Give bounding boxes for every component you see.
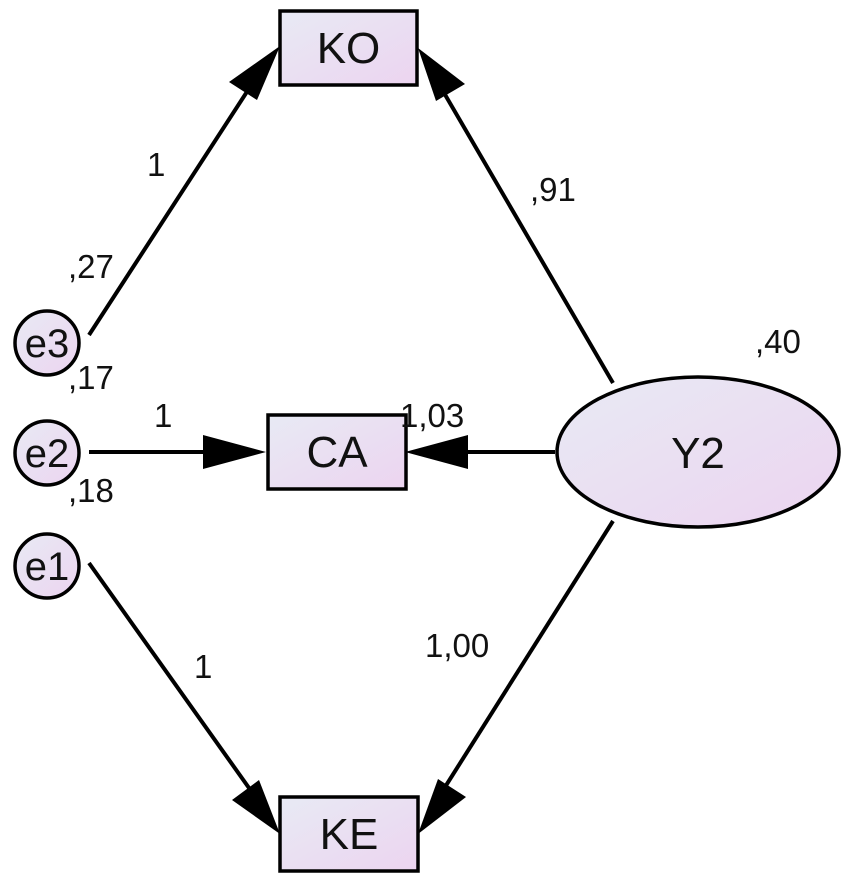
arrowhead-y2-ca: [405, 435, 468, 469]
y2-ellipse: [555, 375, 841, 529]
y2-variance-label: ,40: [755, 323, 801, 360]
arrowhead-e3-ko: [229, 46, 280, 100]
e3-circle: [13, 309, 81, 377]
ko-label: KO: [317, 24, 381, 73]
e3-label: e3: [25, 322, 70, 366]
e2-variance-label: ,17: [68, 359, 114, 396]
e1-circle: [13, 532, 81, 600]
arrowhead-e2-ca: [203, 435, 266, 469]
e3-ko-coefficient: 1: [147, 146, 165, 183]
e2-circle: [13, 419, 81, 487]
e1-label: e1: [25, 545, 70, 589]
ke-label: KE: [320, 810, 379, 859]
ko-box: [278, 9, 419, 87]
y2-label: Y2: [671, 429, 725, 478]
edge-y2-ke: [438, 519, 615, 797]
ca-label: CA: [306, 428, 368, 477]
edge-e1-ke: [87, 561, 256, 797]
y2-ke-coefficient: 1,00: [425, 627, 489, 664]
y2-ko-coefficient: ,91: [530, 171, 576, 208]
edge-y2-ko: [438, 84, 615, 385]
ca-box: [266, 413, 408, 491]
arrowhead-e1-ke: [232, 780, 280, 834]
arrowhead-y2-ke: [418, 779, 466, 834]
e2-label: e2: [25, 432, 70, 476]
ke-box: [278, 795, 420, 873]
y2-ca-coefficient: 1,03: [400, 397, 464, 434]
e1-ke-coefficient: 1: [194, 648, 212, 685]
edge-e3-ko: [87, 82, 254, 337]
arrowhead-y2-ko: [418, 48, 465, 101]
e3-variance-label: ,27: [68, 248, 114, 285]
e2-ca-coefficient: 1: [154, 397, 172, 434]
e1-variance-label: ,18: [68, 472, 114, 509]
